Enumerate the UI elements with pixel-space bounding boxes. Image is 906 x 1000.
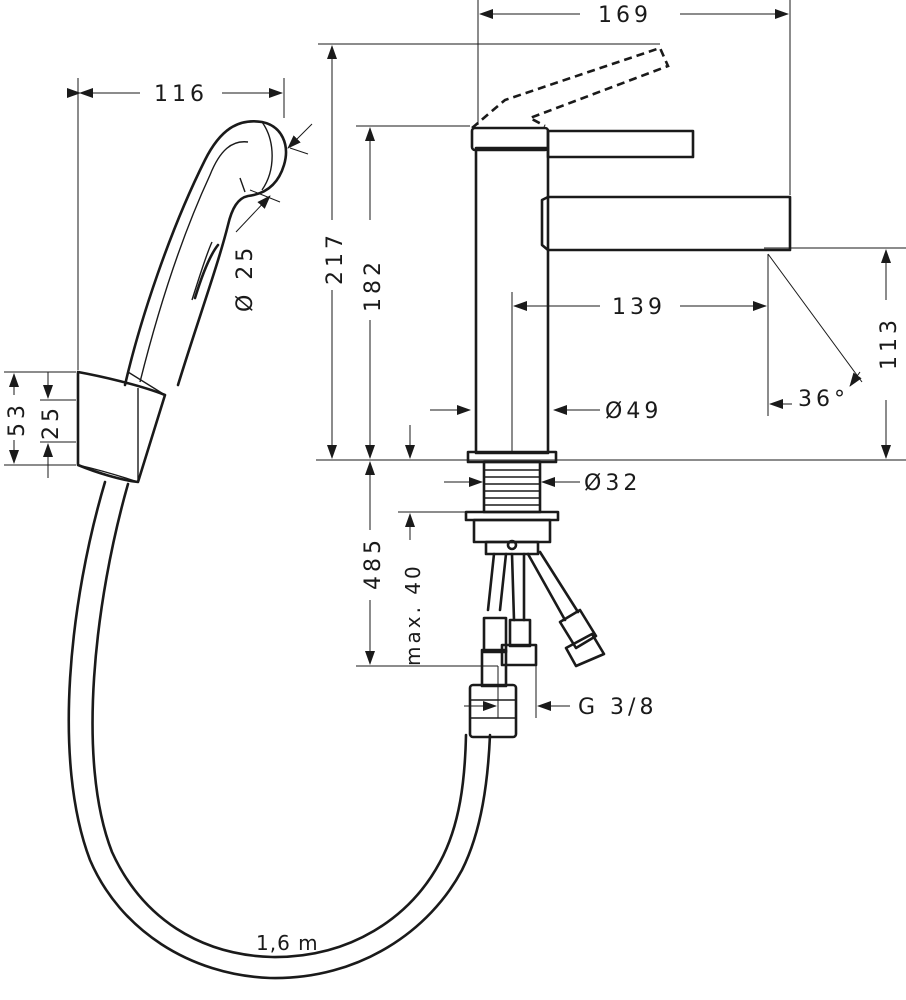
dim-label-182: 182 bbox=[361, 258, 386, 312]
dim-label-max40: max. 40 bbox=[401, 563, 425, 666]
dim-label-169: 169 bbox=[598, 3, 652, 28]
dim-label-g38: G 3/8 bbox=[578, 695, 657, 720]
dim-handshower-diameter: Ø 25 bbox=[233, 123, 313, 312]
dim-label-d32: Ø32 bbox=[584, 471, 641, 496]
dim-below-deck: 485 max. 40 bbox=[356, 461, 498, 667]
dim-heights: 217 182 bbox=[316, 43, 906, 461]
hand-shower-head bbox=[123, 119, 288, 387]
dim-label-139: 139 bbox=[612, 295, 666, 320]
dim-label-485: 485 bbox=[361, 536, 386, 590]
dim-label-217: 217 bbox=[323, 231, 348, 285]
dim-overall-width: 169 bbox=[477, 0, 791, 195]
dim-holder: 53 25 bbox=[4, 371, 76, 478]
hose-connector bbox=[468, 648, 518, 739]
dim-shank-diameter: Ø32 bbox=[444, 471, 641, 496]
hose bbox=[67, 480, 492, 980]
dim-spout-height: 113 36° bbox=[764, 247, 906, 459]
dim-spout-reach: 139 bbox=[511, 254, 769, 452]
shower-holder bbox=[76, 370, 167, 484]
dim-label-angle: 36° bbox=[798, 387, 849, 412]
dim-label-116: 116 bbox=[154, 82, 208, 107]
dim-thread: G 3/8 bbox=[464, 666, 657, 720]
dim-label-d25: Ø 25 bbox=[233, 244, 258, 312]
dim-label-hose: 1,6 m bbox=[256, 931, 319, 955]
dim-label-113: 113 bbox=[877, 316, 902, 370]
dim-label-25: 25 bbox=[39, 404, 64, 440]
dim-label-53: 53 bbox=[5, 401, 30, 437]
dim-handshower-width: 116 bbox=[67, 78, 285, 370]
hand-shower-group bbox=[67, 119, 518, 980]
dim-body-diameter: Ø49 bbox=[430, 399, 662, 424]
dim-label-d49: Ø49 bbox=[605, 399, 662, 424]
faucet-group bbox=[464, 46, 792, 668]
